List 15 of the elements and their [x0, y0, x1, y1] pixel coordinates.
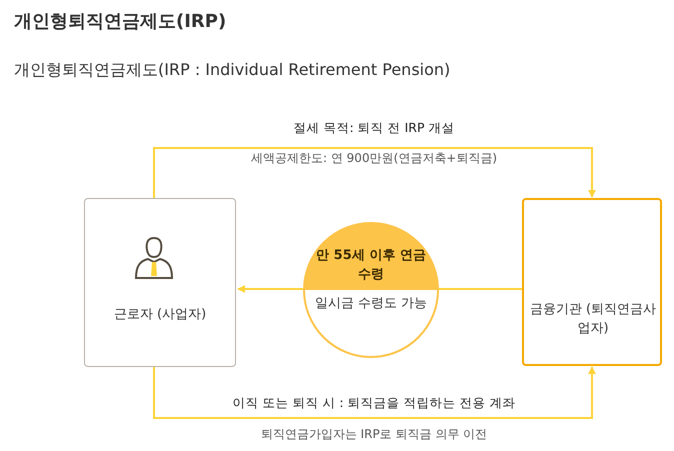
box-label: 금융기관 (퇴직연금사업자)	[528, 301, 658, 338]
entity-box	[522, 198, 662, 366]
note: 퇴직연금가입자는 IRP로 퇴직금 의무 이전	[260, 426, 488, 443]
title: 개인형퇴직연금제도(IRP)	[14, 10, 226, 33]
entity-box	[84, 198, 236, 367]
circle-text: 일시금 수령도 가능	[314, 295, 428, 313]
edge-label: 이직 또는 퇴직 시 : 퇴직금을 적립하는 전용 계좌	[232, 395, 516, 412]
subtitle: 개인형퇴직연금제도(IRP : Individual Retirement Pension)	[14, 60, 452, 81]
connector-arrow	[153, 366, 596, 419]
connector-arrow	[237, 285, 303, 293]
note: 세액공제한도: 연 900만원(연금저축+퇴직금)	[250, 150, 498, 167]
connector-arrow	[153, 147, 596, 198]
edge-label: 절세 목적: 퇴직 전 IRP 개설	[292, 120, 456, 137]
circle-heading: 만 55세 이후 연금 수령	[315, 247, 427, 284]
box-label: 근로자 (사업자)	[112, 306, 208, 324]
